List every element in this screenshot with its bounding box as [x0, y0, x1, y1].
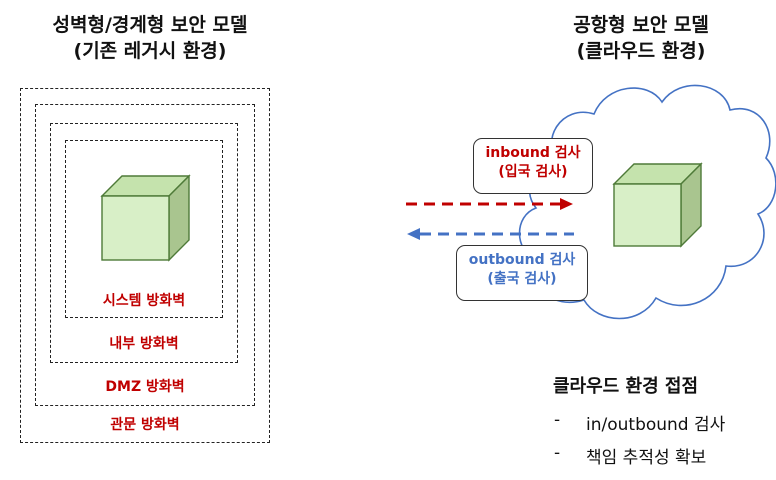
- internal-firewall-boundary: [50, 123, 238, 363]
- right-title: 공항형 보안 모델 (클라우드 환경): [506, 12, 776, 64]
- point-item-1: in/outbound 검사: [586, 415, 726, 435]
- inbound-label: inbound 검사: [485, 145, 581, 161]
- inbound-arrow: [406, 198, 573, 210]
- gateway-firewall-label: 관문 방화벽: [110, 417, 180, 433]
- left-title-line2: (기존 레거시 환경): [73, 40, 227, 62]
- right-title-line2: (클라우드 환경): [576, 40, 706, 62]
- system-firewall-boundary: [65, 140, 223, 318]
- point-item-2: 책임 추적성 확보: [586, 448, 707, 468]
- right-title-line1: 공항형 보안 모델: [573, 14, 709, 36]
- cloud-cube-icon: [612, 162, 703, 248]
- outbound-arrow: [407, 228, 574, 240]
- outbound-inspection-box: outbound 검사 (출국 검사): [456, 245, 588, 301]
- outbound-sublabel: (출국 검사): [487, 271, 557, 287]
- dmz-firewall-label: DMZ 방화벽: [105, 379, 185, 395]
- outbound-label: outbound 검사: [468, 252, 576, 268]
- system-cube-icon: [100, 174, 191, 262]
- internal-firewall-label: 내부 방화벽: [109, 336, 179, 352]
- inbound-inspection-box: inbound 검사 (입국 검사): [473, 138, 593, 194]
- bullet-dash-1: -: [554, 410, 561, 430]
- left-title-line1: 성벽형/경계형 보안 모델: [52, 14, 248, 36]
- cloud-points-title: 클라우드 환경 접점: [553, 376, 699, 397]
- inbound-sublabel: (입국 검사): [498, 164, 568, 180]
- system-firewall-label: 시스템 방화벽: [102, 293, 186, 309]
- bullet-dash-2: -: [554, 443, 561, 463]
- left-title: 성벽형/경계형 보안 모델 (기존 레거시 환경): [0, 12, 300, 64]
- dmz-firewall-boundary: [35, 104, 255, 406]
- gateway-firewall-boundary: [20, 88, 270, 443]
